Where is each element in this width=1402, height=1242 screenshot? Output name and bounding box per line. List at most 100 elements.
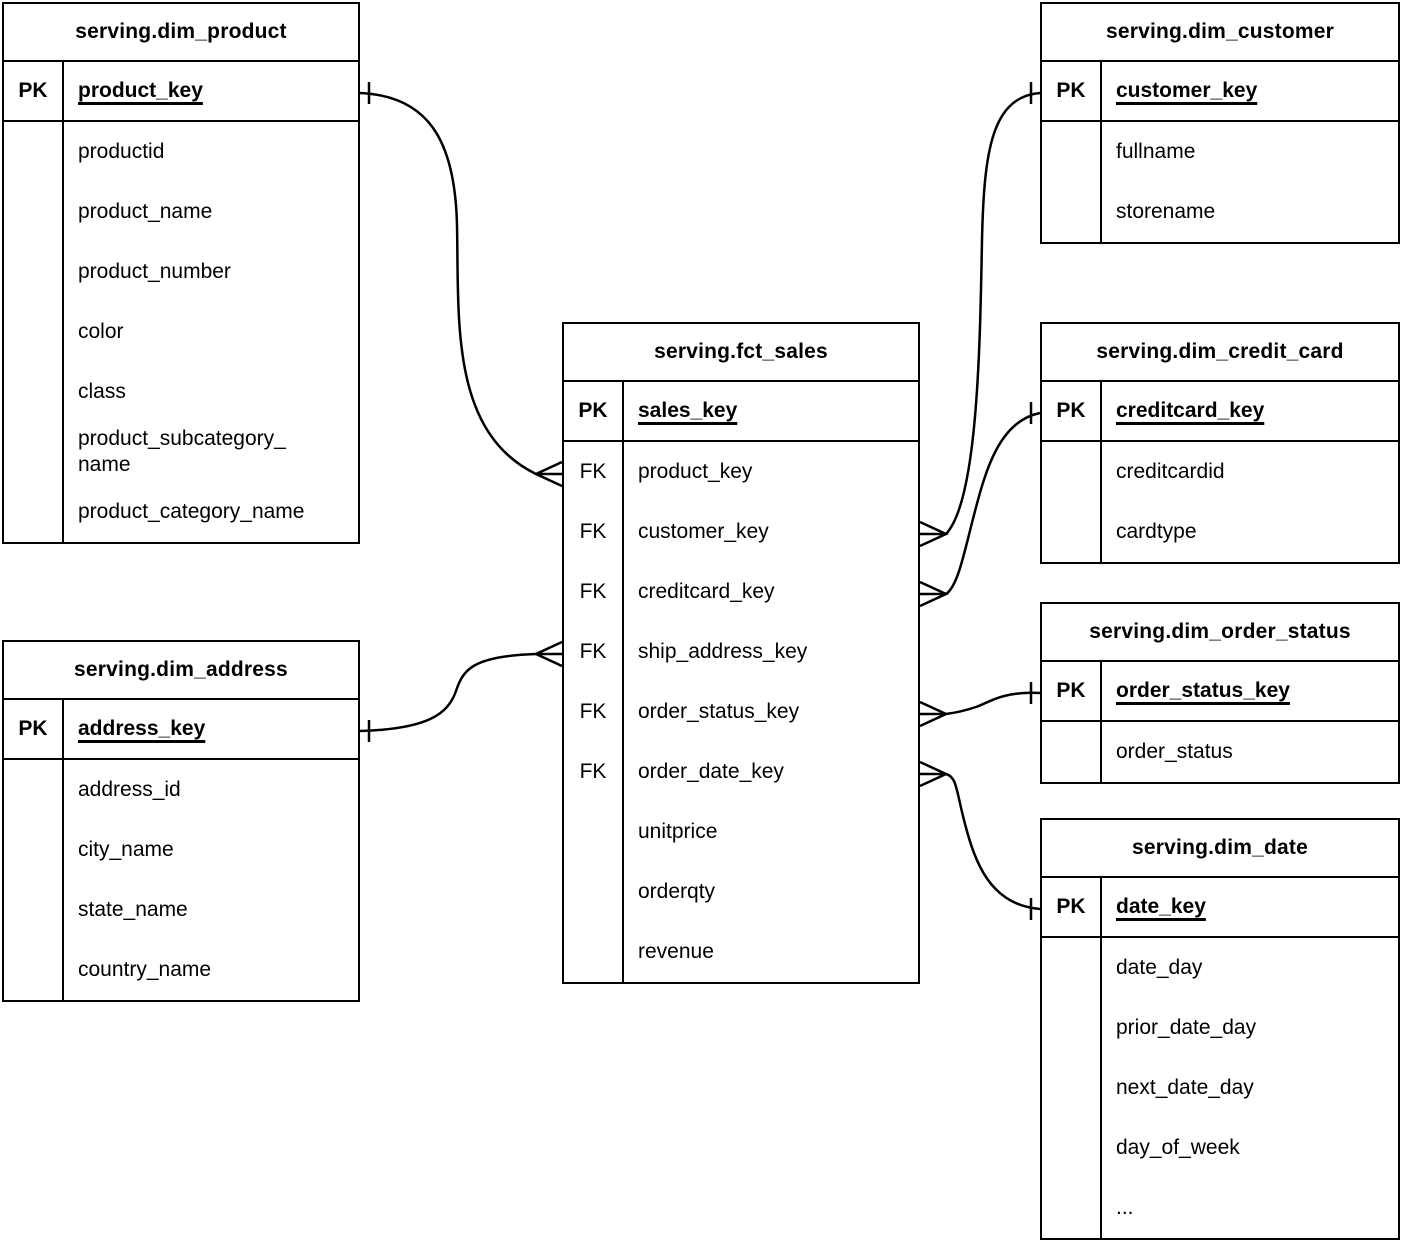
field-name: product_number (78, 260, 231, 283)
many-marker-crows-foot (919, 580, 949, 608)
fk-badge: FK (564, 682, 624, 742)
entity-table-dim-address: serving.dim_address PK address_key addre… (2, 640, 360, 1002)
key-badge-cell (4, 422, 64, 482)
key-badge-cell (4, 122, 64, 182)
field-name: state_name (78, 898, 188, 921)
relationship-order-status (919, 682, 1041, 728)
field-name: order_date_key (638, 760, 784, 783)
many-marker-crows-foot (919, 700, 949, 728)
field-name: product_key (638, 460, 753, 483)
connector-line (945, 411, 1041, 596)
key-badge-cell (1042, 442, 1102, 502)
entity-table-dim-date: serving.dim_date PK date_key date_day pr… (1040, 818, 1400, 1240)
table-title: serving.fct_sales (564, 324, 918, 382)
field-name: ship_address_key (638, 640, 808, 663)
key-badge-cell (4, 482, 64, 542)
table-title: serving.dim_order_status (1042, 604, 1398, 662)
key-badge-cell (1042, 182, 1102, 242)
table-title: serving.dim_date (1042, 820, 1398, 878)
field-list: creditcardid cardtype (1042, 442, 1398, 562)
fk-badge: FK (564, 442, 624, 502)
connector-line (359, 91, 537, 476)
field-name: orderqty (638, 880, 716, 903)
relationship-customer (919, 82, 1041, 548)
field-list: address_id city_name state_name country_… (4, 760, 358, 1000)
key-badge-cell (4, 760, 64, 820)
pk-field-name: customer_key (1116, 79, 1258, 102)
field-name: product_name (78, 200, 213, 223)
field-name: creditcardid (1116, 460, 1225, 483)
field-name: productid (78, 140, 165, 163)
entity-table-dim-product: serving.dim_product PK product_key produ… (2, 2, 360, 544)
fk-badge: FK (564, 502, 624, 562)
key-badge-cell (1042, 502, 1102, 562)
key-badge-cell (564, 802, 624, 862)
connector-line (945, 772, 1041, 911)
field-name: product_subcategory_ name (78, 427, 286, 476)
fk-badge: FK (564, 562, 624, 622)
field-name: country_name (78, 958, 212, 981)
pk-field-name: product_key (78, 79, 203, 102)
pk-row: PK customer_key (1042, 62, 1398, 122)
pk-badge: PK (1042, 382, 1102, 440)
relationship-creditcard (919, 402, 1041, 608)
pk-field-name: order_status_key (1116, 679, 1290, 702)
field-name: address_id (78, 778, 181, 801)
pk-row: PK address_key (4, 700, 358, 760)
field-list: date_day prior_date_day next_date_day da… (1042, 938, 1398, 1238)
field-name: ... (1116, 1196, 1134, 1219)
pk-field-name: date_key (1116, 895, 1206, 918)
field-name: city_name (78, 838, 174, 861)
field-list: productid product_name product_number co… (4, 122, 358, 542)
pk-row: PK date_key (1042, 878, 1398, 938)
field-name: revenue (638, 940, 714, 963)
field-name: product_category_name (78, 500, 305, 523)
table-title: serving.dim_address (4, 642, 358, 700)
pk-badge: PK (1042, 662, 1102, 720)
key-badge-cell (1042, 1178, 1102, 1238)
key-badge-cell (4, 182, 64, 242)
pk-badge: PK (4, 62, 64, 120)
many-marker-crows-foot (919, 760, 949, 788)
field-list: FK product_key FK customer_key FK credit… (564, 442, 918, 982)
pk-field-name: sales_key (638, 399, 738, 422)
field-name: prior_date_day (1116, 1016, 1257, 1039)
field-name: cardtype (1116, 520, 1197, 543)
relationship-order-date (919, 760, 1041, 920)
pk-row: PK product_key (4, 62, 358, 122)
key-badge-cell (1042, 122, 1102, 182)
pk-row: PK order_status_key (1042, 662, 1398, 722)
pk-badge: PK (564, 382, 624, 440)
key-badge-cell (4, 362, 64, 422)
pk-badge: PK (4, 700, 64, 758)
table-title: serving.dim_credit_card (1042, 324, 1398, 382)
field-name: storename (1116, 200, 1216, 223)
field-list: fullname storename (1042, 122, 1398, 242)
fk-badge: FK (564, 622, 624, 682)
fk-badge: FK (564, 742, 624, 802)
key-badge-cell (1042, 1058, 1102, 1118)
key-badge-cell (1042, 938, 1102, 998)
connector-line (359, 652, 537, 733)
key-badge-cell (4, 820, 64, 880)
field-name: color (78, 320, 124, 343)
key-badge-cell (4, 940, 64, 1000)
entity-table-dim-order-status: serving.dim_order_status PK order_status… (1040, 602, 1400, 784)
field-name: unitprice (638, 820, 718, 843)
pk-row: PK creditcard_key (1042, 382, 1398, 442)
pk-row: PK sales_key (564, 382, 918, 442)
many-marker-crows-foot (919, 520, 949, 548)
field-name: order_status (1116, 740, 1233, 763)
field-name: creditcard_key (638, 580, 775, 603)
key-badge-cell (1042, 1118, 1102, 1178)
table-title: serving.dim_product (4, 4, 358, 62)
field-name: class (78, 380, 126, 403)
connector-line (945, 691, 1041, 716)
key-badge-cell (1042, 722, 1102, 782)
entity-table-dim-credit-card: serving.dim_credit_card PK creditcard_ke… (1040, 322, 1400, 564)
field-name: date_day (1116, 956, 1203, 979)
key-badge-cell (4, 242, 64, 302)
key-badge-cell (564, 922, 624, 982)
